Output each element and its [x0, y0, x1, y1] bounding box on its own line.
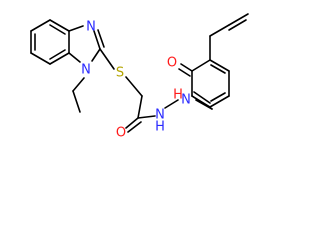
bond: [191, 95, 211, 108]
bond: [49, 52, 70, 65]
bond: [210, 64, 226, 74]
bond: [209, 95, 230, 108]
bond: [72, 77, 85, 92]
bond: [49, 19, 70, 32]
bond: [228, 13, 249, 26]
bond: [30, 52, 51, 65]
bond: [193, 91, 211, 104]
bond: [30, 19, 51, 32]
bond: [68, 25, 84, 32]
atom-label-nitrogen: N: [86, 20, 96, 35]
atom-label-hydrogen: H: [155, 120, 165, 135]
atom-labels: N N S O N H N H O: [81, 20, 191, 141]
bond: [137, 115, 156, 119]
bond: [210, 92, 226, 102]
bond: [137, 95, 143, 119]
bond: [164, 99, 179, 109]
atom-label-nitrogen: N: [81, 63, 91, 78]
bond: [99, 48, 115, 70]
bond: [180, 63, 193, 72]
bond: [125, 76, 143, 97]
bond: [97, 29, 105, 48]
atom-label-nitrogen: N: [181, 93, 191, 108]
bond: [49, 49, 66, 60]
bond: [68, 52, 81, 63]
bond: [209, 59, 230, 72]
atom-label-oxygen: O: [167, 56, 177, 71]
bond: [49, 24, 66, 35]
bond: [93, 30, 101, 50]
atom-label-sulfur: S: [116, 66, 124, 81]
bond: [191, 59, 211, 72]
atom-label-nitrogen: N: [155, 108, 165, 123]
atom-label-oxygen: O: [116, 126, 126, 141]
atom-label-hydrogen: H: [173, 88, 183, 103]
bond: [72, 90, 81, 113]
bond-lines: [30, 13, 249, 133]
bond: [125, 117, 139, 129]
bond: [209, 24, 230, 37]
bond: [127, 121, 142, 133]
bond: [178, 68, 191, 77]
bond: [91, 48, 101, 62]
bond: [228, 19, 247, 31]
molecule-structure-diagram: N N S O N H N H O: [30, 13, 249, 141]
